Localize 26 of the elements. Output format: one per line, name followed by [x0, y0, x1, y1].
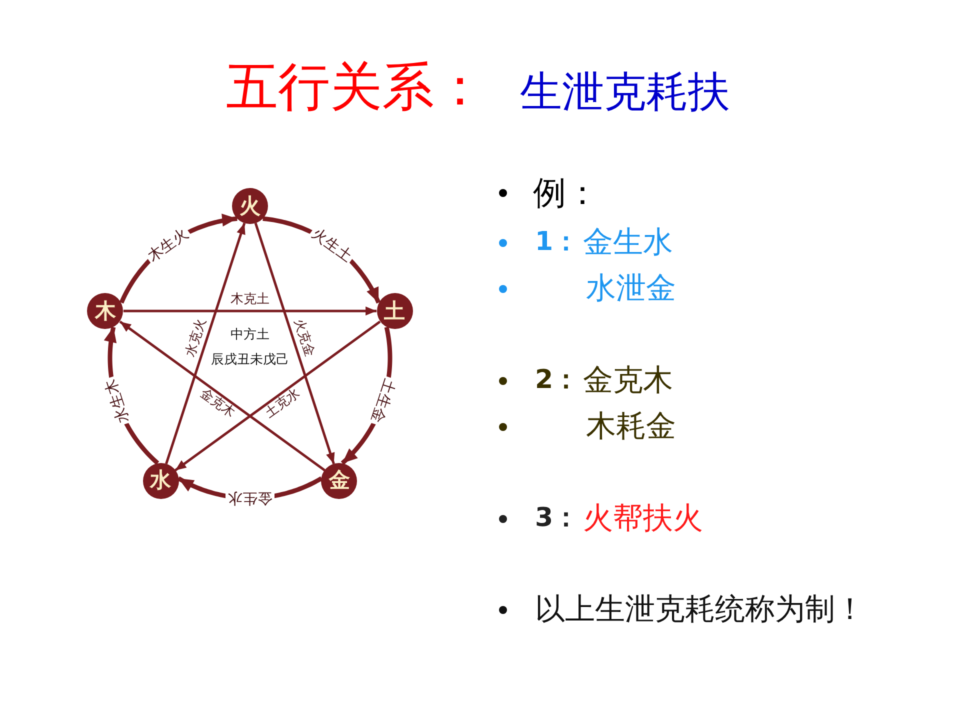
element-node: 火 — [232, 188, 268, 224]
arrow — [119, 320, 326, 472]
text-label: 以上生泄克耗统称为制！ — [535, 592, 865, 628]
text-label: 例： — [533, 174, 599, 212]
text-label: 1： — [535, 228, 580, 258]
element-node: 土 — [376, 293, 413, 330]
text-label: 水泄金 — [586, 272, 676, 306]
text-label: 中方土 — [230, 328, 270, 344]
arrow — [165, 222, 246, 464]
text-label: 2： — [535, 366, 580, 396]
text-label: 生泄克耗扶 — [520, 68, 730, 116]
element-node: 木 — [87, 293, 124, 330]
arrow — [254, 222, 335, 464]
arrow — [174, 320, 381, 472]
text-label: 3： — [535, 504, 580, 534]
title: 五行关系： — [226, 59, 486, 117]
element-node: 水 — [142, 462, 179, 499]
text-label: 辰戌丑未戊己 — [211, 354, 289, 368]
text-label: 木耗金 — [586, 410, 676, 444]
edge-label: 木克土 — [228, 292, 272, 308]
element-node: 金 — [321, 462, 358, 499]
text-label: 火帮扶火 — [583, 502, 703, 536]
arrow — [123, 306, 377, 316]
edge-label: 金生水 — [226, 490, 274, 506]
text-label: 金克木 — [583, 364, 673, 398]
text-label: 金生水 — [583, 226, 673, 260]
